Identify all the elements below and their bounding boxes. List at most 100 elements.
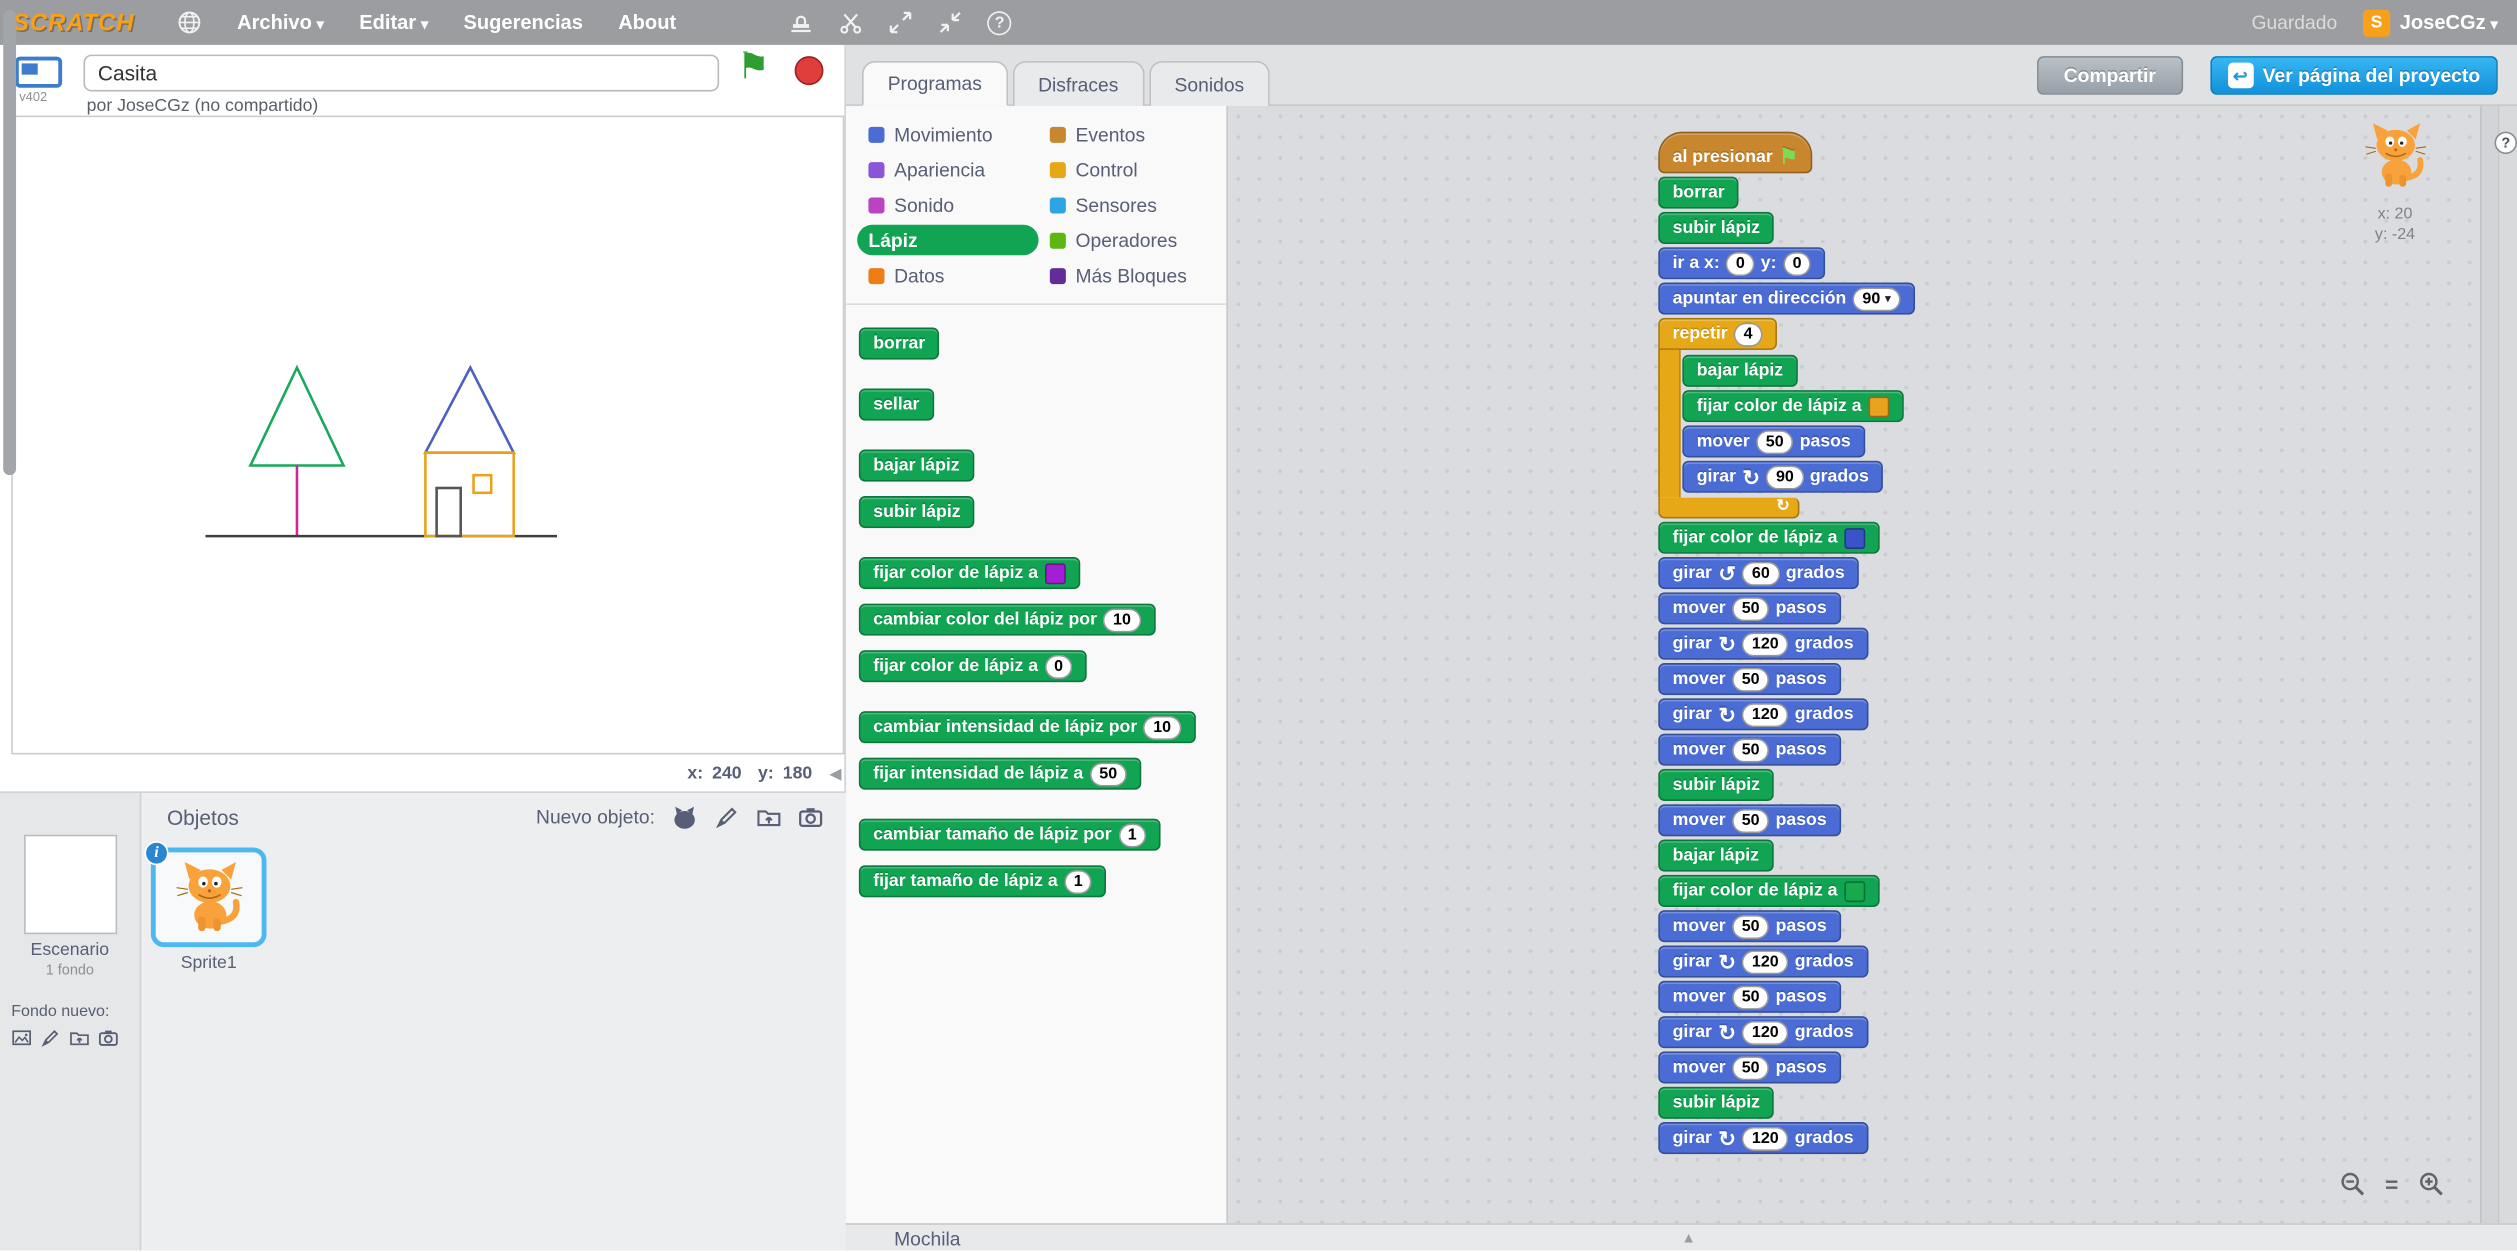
camera-backdrop-icon[interactable] [98,1027,119,1048]
block-number-input[interactable]: 120 [1742,702,1789,727]
block-color-swatch[interactable] [1843,527,1865,549]
grow-icon[interactable] [888,10,914,36]
camera-new-sprite-icon[interactable] [798,804,824,830]
block-help-icon[interactable]: ? [987,10,1012,35]
block-borrar[interactable]: borrar [858,327,940,360]
tab-sonidos[interactable]: Sonidos [1148,60,1270,106]
block-color-swatch[interactable] [1843,880,1865,902]
menu-archivo[interactable]: Archivo▾ [237,11,324,34]
block-dropdown[interactable]: 90▾ [1852,286,1901,311]
block-number-input[interactable]: 120 [1742,1020,1789,1045]
block-borrar[interactable]: borrar [1658,176,1740,209]
block-number-input[interactable]: 50 [1756,429,1794,454]
category-operadores[interactable]: Operadores [1039,225,1219,255]
block-bajar-lápiz[interactable]: bajar lápiz [1682,354,1798,387]
tab-disfraces[interactable]: Disfraces [1012,60,1145,106]
upload-backdrop-icon[interactable] [69,1027,90,1048]
block-subir-lápiz[interactable]: subir lápiz [1658,768,1775,802]
block-number-input[interactable]: 50 [1732,737,1770,762]
block-number-input[interactable]: 120 [1742,949,1789,974]
category-más-bloques[interactable]: Más Bloques [1039,260,1219,290]
upload-sprite-icon[interactable] [756,804,782,830]
block-number-input[interactable]: 1 [1118,822,1147,847]
category-movimiento[interactable]: Movimiento [857,119,1038,149]
block-number-input[interactable]: 4 [1734,321,1763,346]
block-fijar-color-de-lápiz-a[interactable]: fijar color de lápiz a [1658,874,1880,907]
scripts-scrollbar[interactable] [2480,105,2498,1224]
stop-button[interactable] [794,56,824,86]
block-number-input[interactable]: 90 [1766,464,1804,489]
menu-sugerencias[interactable]: Sugerencias [463,11,583,34]
block-number-input[interactable]: 10 [1103,607,1141,632]
scrollbar-thumb[interactable] [2,9,16,476]
block-fijar-color-de-lápiz-a[interactable]: fijar color de lápiz a [1658,521,1880,554]
block-number-input[interactable]: 50 [1732,596,1770,621]
project-title-input[interactable] [83,54,720,92]
scratch-logo[interactable]: SCRATCH [12,8,135,37]
user-menu[interactable]: JoseCGz▾ [2399,11,2498,34]
block-subir-lápiz[interactable]: subir lápiz [1658,1086,1775,1119]
c-block-footer[interactable]: ↻ [1658,497,1800,519]
category-sensores[interactable]: Sensores [1039,189,1219,219]
block-number-input[interactable]: 120 [1742,631,1789,656]
category-lápiz[interactable]: Lápiz [857,224,1039,256]
delete-icon[interactable] [838,10,864,36]
block-al-presionar[interactable]: al presionar⚑ [1658,131,1813,174]
block-number-input[interactable]: 0 [1726,251,1755,276]
block-sellar[interactable]: sellar [858,388,934,421]
help-panel-strip[interactable] [2497,105,2517,1251]
block-fijar-color-de-lápiz-a[interactable]: fijar color de lápiz a [858,557,1080,590]
block-number-input[interactable]: 60 [1742,561,1780,586]
shrink-icon[interactable] [938,10,964,36]
menu-editar[interactable]: Editar▾ [359,11,429,34]
collapse-stage-icon[interactable]: ◀ [830,765,842,782]
help-icon[interactable]: ? [2494,131,2517,155]
menu-about[interactable]: About [618,11,677,34]
backpack-bar[interactable]: Mochila ▲ [845,1223,2517,1251]
green-flag-button[interactable]: ⚑ [736,44,770,87]
block-number-input[interactable]: 0 [1782,251,1812,276]
see-project-page-button[interactable]: ↩ Ver página del proyecto [2209,56,2498,95]
category-control[interactable]: Control [1039,154,1219,184]
block-bajar-lápiz[interactable]: bajar lápiz [858,449,975,482]
block-fijar-color-de-lápiz-a[interactable]: fijar color de lápiz a [1682,390,1904,423]
block-number-input[interactable]: 50 [1732,984,1770,1009]
category-eventos[interactable]: Eventos [1039,119,1219,149]
category-apariencia[interactable]: Apariencia [857,154,1038,184]
sprite-info-icon[interactable]: i [144,841,169,866]
stage-thumbnail[interactable] [23,834,117,935]
paint-new-sprite-icon[interactable] [714,804,740,830]
block-subir-lápiz[interactable]: subir lápiz [1658,211,1775,244]
language-globe-icon[interactable] [176,10,202,36]
user-avatar-badge[interactable]: S [2362,8,2391,37]
stage-canvas[interactable] [11,115,845,755]
duplicate-icon[interactable] [789,10,815,36]
block-number-input[interactable]: 120 [1742,1126,1789,1151]
block-number-input[interactable]: 50 [1732,1055,1770,1080]
new-sprite-library-icon[interactable] [671,803,698,830]
